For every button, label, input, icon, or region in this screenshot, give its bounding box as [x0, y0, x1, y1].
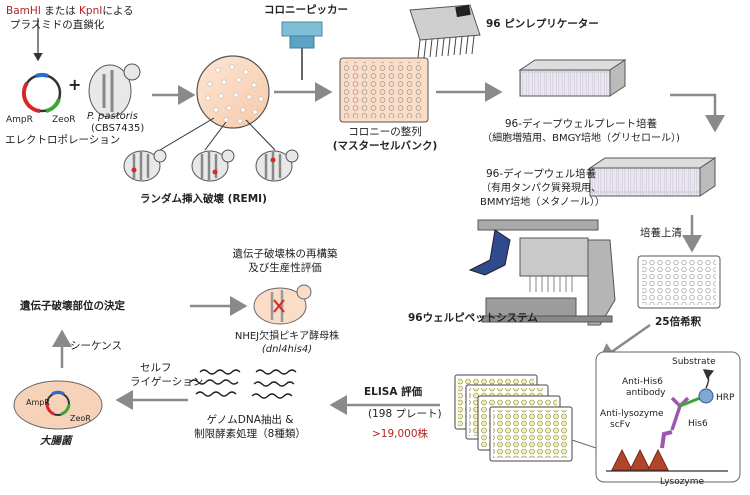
- hrp-label: HRP: [716, 393, 735, 403]
- ecoli-amp-label: AmpR: [26, 398, 50, 407]
- link-cell-1: [159, 117, 215, 151]
- colony-array-label: コロニーの整列: [348, 126, 422, 138]
- reconstruct-label-1: 遺伝子破壊株の再構築: [232, 248, 338, 260]
- pichia-cell: [88, 63, 141, 118]
- bamhi-text: BamHI: [6, 5, 41, 17]
- link-cell-3: [245, 119, 276, 151]
- remi-cell-1: [123, 149, 167, 182]
- pin-replicator: [409, 4, 481, 59]
- site-determination-label: 遺伝子破壊部位の決定: [20, 300, 125, 312]
- dna-fragments: [189, 369, 297, 399]
- self-ligation-label-1: セルフ: [140, 362, 172, 374]
- ecoli-cell: [13, 380, 103, 430]
- deepwell-plate-2: [588, 157, 717, 197]
- ecoli-label: 大腸菌: [40, 435, 72, 447]
- pin-replicator-label: 96 ピンレプリケーター: [486, 18, 599, 30]
- genomic-label-2: 制限酵素処理（8種類）: [194, 428, 306, 440]
- master-bank-label: (マスターセルバンク): [332, 140, 438, 152]
- plasmid: [21, 18, 62, 113]
- substrate-label: Substrate: [672, 357, 716, 367]
- plates-label: (198 プレート): [368, 408, 442, 420]
- reconstructed-cell: [253, 284, 312, 325]
- elisa-plates: [454, 374, 573, 462]
- anti-lys-label-1: Anti-lysozyme: [600, 409, 664, 419]
- strain-label: P. pastoris: [87, 111, 138, 122]
- zeo-label: ZeoR: [52, 115, 76, 125]
- colony-array-plate: [339, 57, 429, 123]
- anti-his-label-2: antibody: [626, 388, 666, 398]
- enzyme-label: BamHI または KpnIによる: [6, 5, 134, 18]
- electroporation-label: エレクトロポレーション: [5, 134, 121, 146]
- lysozyme-label: Lysozyme: [660, 477, 705, 487]
- amp-label: AmpR: [6, 115, 33, 125]
- remi-label: ランダム挿入破壊 (REMI): [140, 193, 267, 205]
- genomic-label-1: ゲノムDNA抽出 &: [206, 414, 294, 426]
- anti-his-label-1: Anti-His6: [622, 377, 663, 387]
- kpni-text: KpnI: [79, 5, 103, 17]
- reconstruct-label-2: 及び生産性評価: [248, 262, 322, 274]
- sequence-label: シーケンス: [70, 340, 122, 352]
- colony-picker: [281, 21, 323, 80]
- dilution-plate: [637, 255, 721, 309]
- or-text: または: [40, 5, 80, 17]
- arrow-to-culture: [670, 93, 725, 133]
- plus-sign: +: [68, 75, 82, 94]
- supernatant-label: 培養上清: [640, 227, 682, 239]
- strain-id-label: (CBS7435): [91, 123, 145, 134]
- nhej-label-1: NHEJ欠損ピキア酵母株: [234, 331, 340, 342]
- his6-label: His6: [688, 419, 708, 429]
- dilution-label: 25倍希釈: [655, 316, 702, 328]
- linearize-label: プラスミドの直鎖化: [10, 19, 105, 31]
- dw-plate-label-2: （細胞増殖用、BMGY培地（グリセロール）): [482, 133, 680, 144]
- petri-dish: [196, 55, 270, 129]
- niyoru-text: による: [102, 5, 134, 17]
- self-ligation-label-2: ライゲーション: [130, 376, 204, 388]
- pipette-system: [468, 219, 616, 326]
- elisa-label: ELISA 評価: [364, 386, 423, 398]
- link-cell-2: [204, 121, 227, 151]
- dw-culture-label-2: （有用タンパク質発現用、: [481, 183, 601, 194]
- colony-picker-label: コロニーピッカー: [264, 4, 348, 16]
- strains-label: >19,000株: [372, 428, 429, 440]
- deepwell-plate-1: [518, 59, 627, 97]
- dw-culture-label-1: 96-ディープウェル培養: [486, 168, 597, 180]
- ecoli-zeo-label: ZeoR: [70, 414, 91, 423]
- dw-culture-label-3: BMMY培地（メタノール））: [480, 197, 605, 208]
- pipette-system-label: 96ウェルピペットシステム: [408, 312, 538, 324]
- nhej-label-2: (dnl4his4): [261, 344, 313, 355]
- dw-plate-label-1: 96-ディープウェルプレート培養: [504, 118, 658, 130]
- anti-lys-label-2: scFv: [610, 420, 631, 430]
- remi-cell-3: [255, 149, 299, 182]
- remi-cell-2: [191, 149, 235, 182]
- elisa-inset: [571, 351, 741, 483]
